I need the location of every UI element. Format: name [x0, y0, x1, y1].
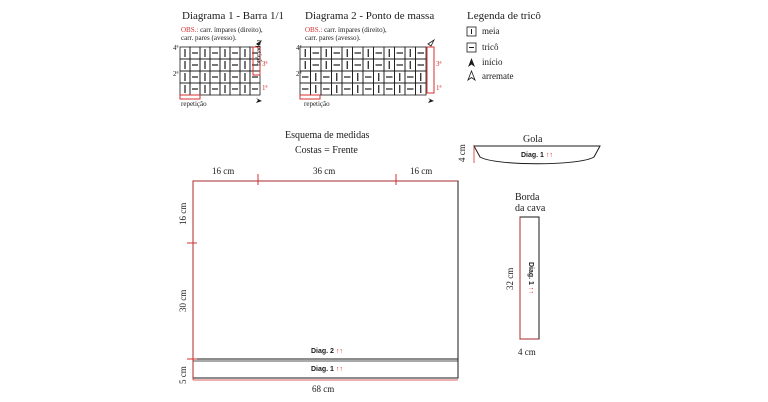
diagram2-title: Diagrama 2 - Ponto de massa — [305, 10, 435, 22]
diagram2-obs: OBS.: carr. ímpares (direito), carr. par… — [305, 26, 387, 42]
diagram2-row-1: 1ª — [436, 84, 442, 92]
schema-subtitle: Costas = Frente — [295, 145, 358, 156]
schema-top-mid: 36 cm — [313, 166, 336, 176]
legend-meia-label: meia — [482, 26, 500, 36]
diagram2-row-3: 3ª — [436, 60, 442, 68]
schema-left-bottom: 5 cm — [178, 366, 188, 384]
borda-diag-label: Diag. 1 ↑↑ — [527, 262, 534, 294]
diagram1-repeticao-bottom: repetição — [181, 100, 207, 108]
legend-arremate-label: arremate — [482, 71, 514, 81]
schema-diag2-label: Diag. 2 ↑↑ — [311, 348, 343, 355]
diagram1-repeat-bottom-bracket — [179, 94, 201, 100]
diagram1-title: Diagrama 1 - Barra 1/1 — [182, 10, 285, 22]
diagram2-obs-line1: carr. ímpares (direito), — [324, 26, 387, 34]
schema-title: Esquema de medidas — [285, 130, 370, 141]
diagram2-end-marker — [428, 98, 434, 103]
legend-title: Legenda de tricô — [467, 10, 541, 22]
gola-diag-arrows: ↑↑ — [545, 152, 553, 159]
diagram1-row-4: 4ª — [173, 44, 179, 52]
schema-diag2-arrows: ↑↑ — [335, 348, 343, 355]
diagram2-row-4: 4ª — [296, 44, 302, 52]
legend-inicio-label: início — [482, 57, 503, 67]
gola-shape — [473, 145, 601, 165]
diagram1-row-2: 2ª — [173, 70, 179, 78]
gola-side: 4 cm — [457, 144, 467, 162]
borda-bottom: 4 cm — [518, 347, 536, 357]
diagram1-repeticao-side: repetição — [255, 40, 263, 66]
legend-meia-box — [466, 26, 477, 37]
stitch-cell — [249, 82, 261, 96]
schema-left-mid: 30 cm — [178, 289, 188, 312]
diagram1-row-3: 3ª — [262, 60, 268, 68]
legend-inicio-icon — [468, 58, 475, 67]
diagram2-repeat-side-bracket — [426, 46, 435, 94]
diagram2-obs-line2: carr. pares (avesso). — [305, 34, 361, 42]
diagram2-start-marker — [427, 38, 436, 47]
diagram1-start-marker — [256, 40, 262, 46]
borda-title: Borda da cava — [515, 192, 545, 214]
stitch-cell — [415, 82, 427, 96]
gola-title: Gola — [523, 134, 543, 145]
legend-arremate-icon — [467, 69, 476, 82]
diagram1-obs-line1: carr. ímpares (direito), — [200, 26, 263, 34]
diagram1-grid — [179, 46, 261, 96]
borda-title-line1: Borda — [515, 192, 540, 203]
diagram2-grid — [299, 46, 427, 96]
diagram1-obs: OBS.: carr. ímpares (direito), carr. par… — [181, 26, 263, 42]
legend-trico-label: tricô — [482, 42, 499, 52]
schema-diag2-text: Diag. 2 — [311, 348, 334, 355]
diagram1-obs-label: OBS.: — [181, 26, 199, 34]
legend-trico-box — [466, 42, 477, 53]
diagram1-end-marker — [256, 98, 262, 103]
borda-diag-arrows: ↑↑ — [527, 286, 534, 294]
schema-top-right: 16 cm — [410, 166, 433, 176]
schema-bottom: 68 cm — [312, 384, 335, 394]
diagram2-repeat-bottom-bracket — [299, 94, 321, 100]
borda-side: 32 cm — [505, 267, 515, 290]
schema-diag1-label: Diag. 1 ↑↑ — [311, 366, 343, 373]
diagram2-obs-label: OBS.: — [305, 26, 323, 34]
diagram1-row-1: 1ª — [262, 84, 268, 92]
gola-diag-label: Diag. 1 ↑↑ — [521, 152, 553, 159]
gola-diag-text: Diag. 1 — [521, 152, 544, 159]
diagram1-repeat-side-bracket — [252, 46, 261, 76]
borda-diag-text: Diag. 1 — [527, 262, 534, 285]
diagram1-obs-line2: carr. pares (avesso). — [181, 34, 237, 42]
schema-diag1-arrows: ↑↑ — [335, 366, 343, 373]
schema-diag1-text: Diag. 1 — [311, 366, 334, 373]
schema-left-top: 16 cm — [178, 202, 188, 225]
diagram2-row-2: 2ª — [296, 70, 302, 78]
diagram2-repeticao-bottom: repetição — [304, 100, 330, 108]
borda-title-line2: da cava — [515, 203, 546, 214]
schema-top-left: 16 cm — [212, 166, 235, 176]
